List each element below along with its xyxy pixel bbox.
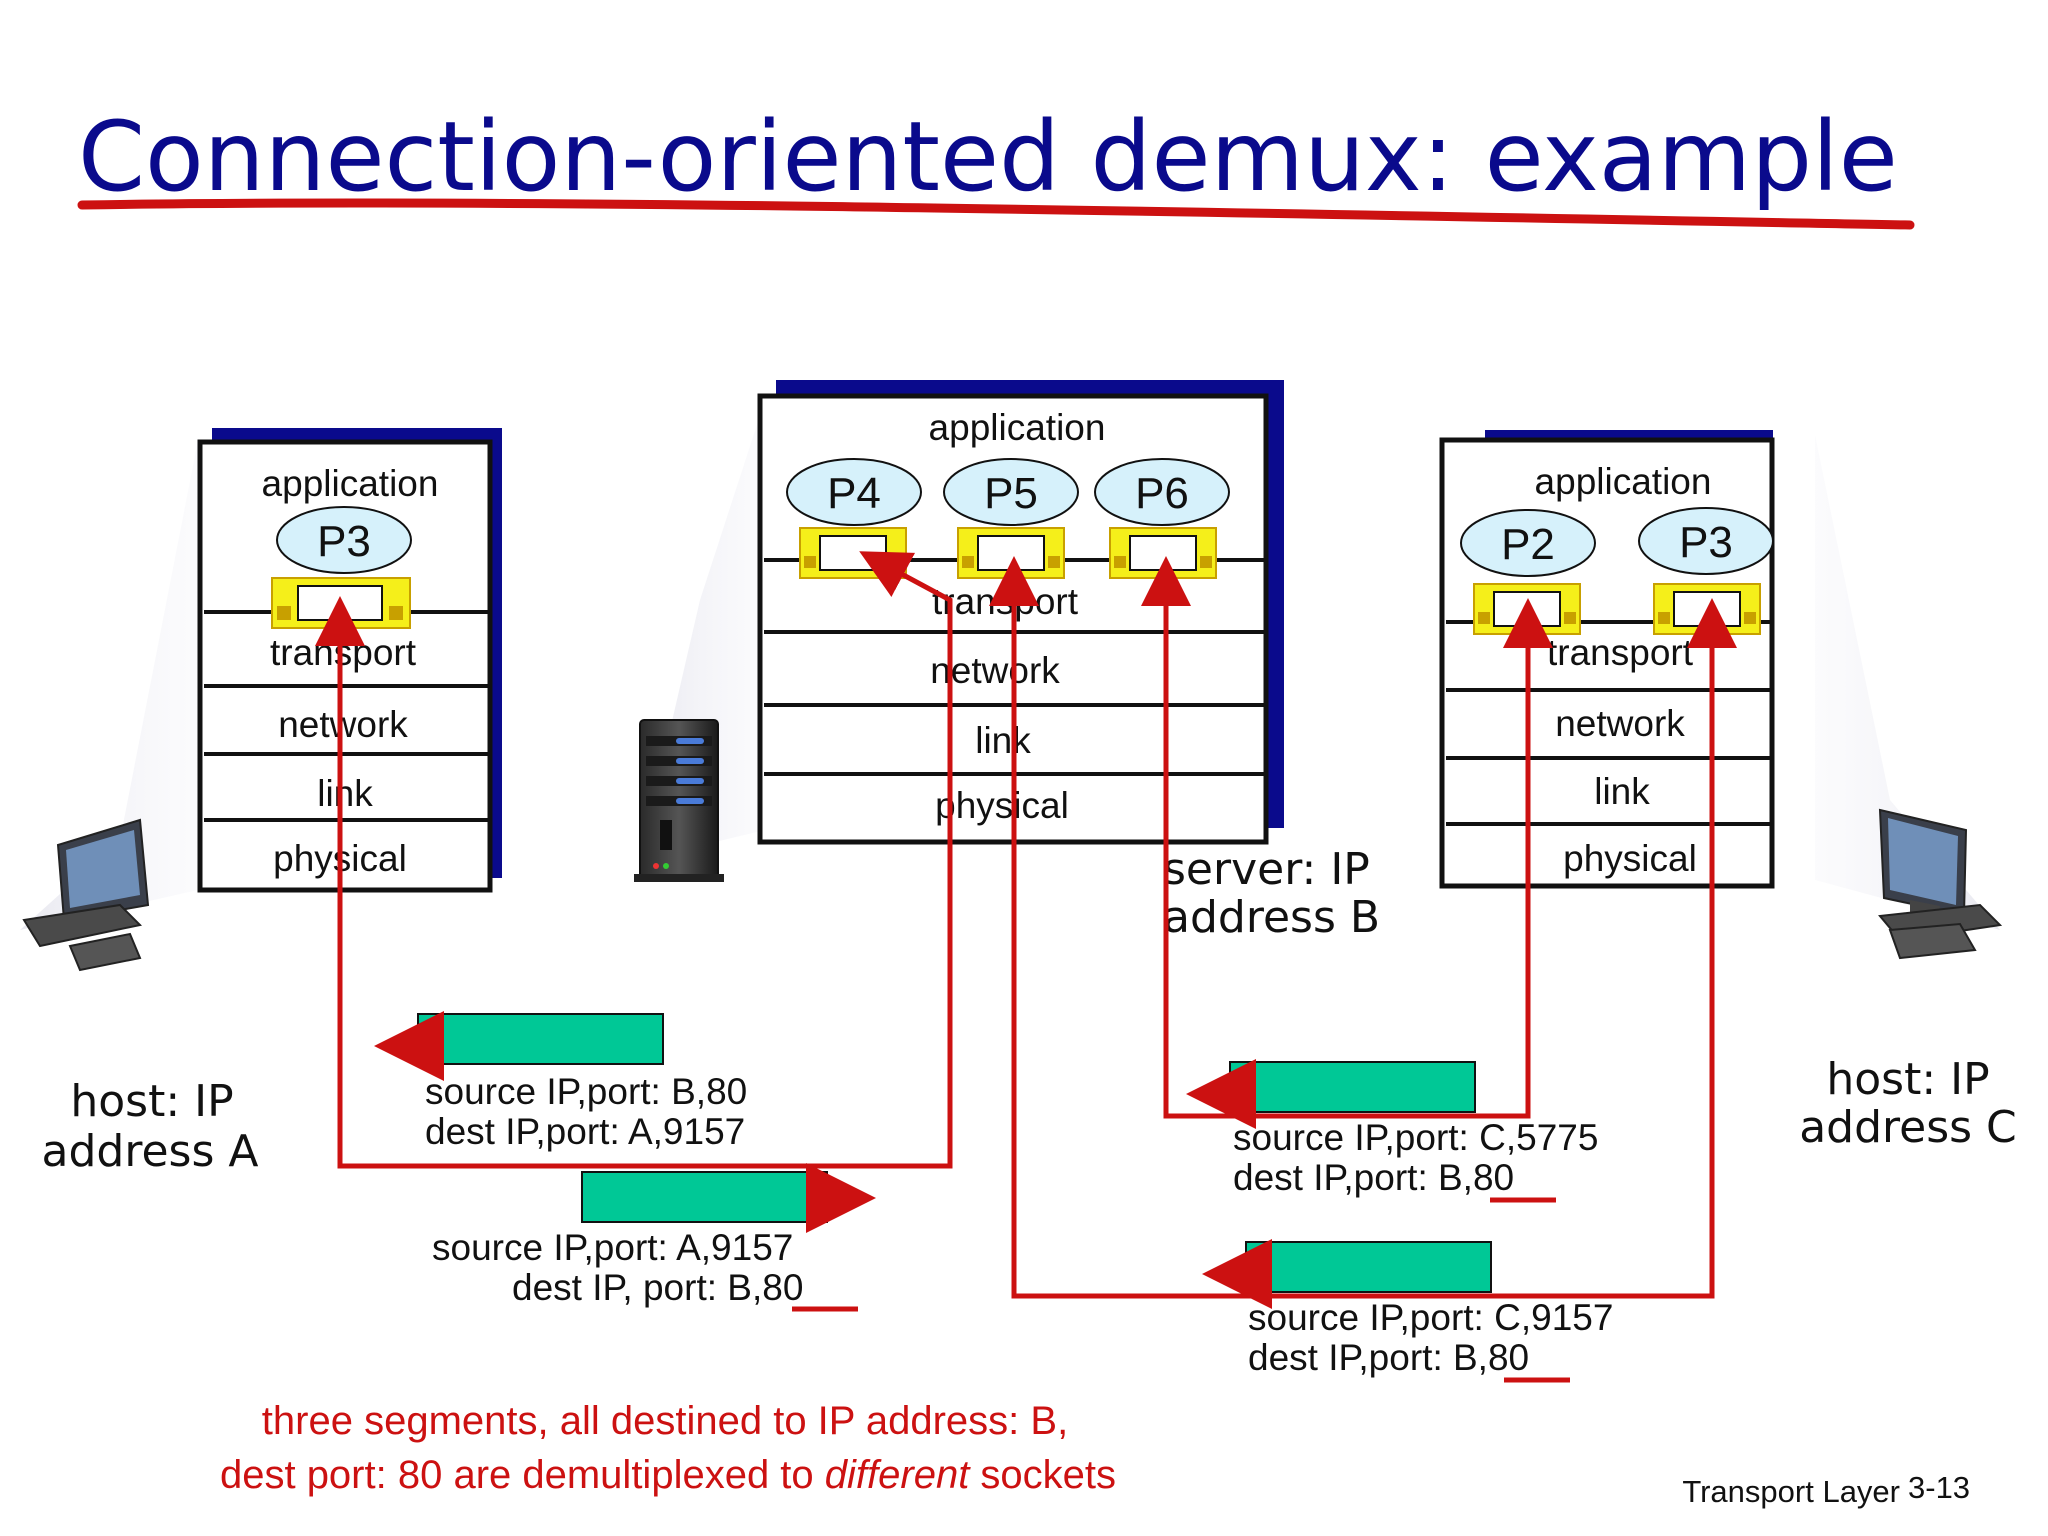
host-a-stack: application P3 transport network link ph… — [197, 428, 502, 893]
host-c-layer-network: network — [1555, 703, 1685, 744]
footer-page-number: 3-13 — [1908, 1470, 1970, 1505]
segment-3-line2: dest IP,port: B,80 — [1233, 1157, 1514, 1198]
server-label-line2: address B — [1163, 892, 1380, 943]
segment-paths — [315, 551, 1737, 1299]
caption-line2: dest port: 80 are demultiplexed to diffe… — [220, 1453, 1116, 1497]
host-c-process-p3 — [1638, 507, 1774, 575]
title-underline — [77, 198, 1915, 230]
segment-2-port: 80 — [762, 1267, 803, 1308]
host-c-stack: application P2 P3 transport network link… — [1439, 430, 1775, 889]
server-layer-physical: physical — [935, 785, 1069, 826]
host-a-layer-transport: transport — [270, 632, 417, 673]
segment-2-line2: dest IP, port: B,80 — [512, 1267, 803, 1308]
footer-label: Transport Layer — [1682, 1474, 1900, 1509]
server-tower-icon — [634, 719, 724, 882]
host-a-process-p3-label: P3 — [317, 517, 371, 566]
host-c-layer-transport: transport — [1547, 632, 1694, 673]
host-c-computer-icon — [1878, 808, 2003, 960]
server-stack: application P4 P5 P6 transport network l… — [757, 380, 1284, 845]
segment-4-line2: dest IP,port: B,80 — [1248, 1337, 1529, 1378]
segment-3-box — [1229, 1061, 1476, 1113]
host-a-layer-network: network — [278, 704, 408, 745]
segment-3-line1: source IP,port: C,5775 — [1233, 1117, 1598, 1158]
host-c-process-p2 — [1460, 509, 1596, 577]
host-c-layer-link: link — [1594, 771, 1650, 812]
server-process-p5-label: P5 — [984, 469, 1038, 518]
segment-2-line1: source IP,port: A,9157 — [432, 1227, 793, 1268]
host-c-label-line2: address C — [1799, 1102, 2017, 1153]
host-a-label-line1: host: IP — [70, 1076, 233, 1127]
host-c-label-line1: host: IP — [1826, 1054, 1989, 1105]
host-c-process-p3-label: P3 — [1679, 518, 1733, 567]
segment-2-line2-text: dest IP, port: B, — [512, 1267, 762, 1308]
caption-line2-b: sockets — [969, 1453, 1116, 1497]
host-c-beam — [1815, 435, 2000, 930]
host-c-socket-p3 — [1653, 583, 1761, 635]
host-a-computer-icon — [22, 818, 150, 972]
segment-4-line1: source IP,port: C,9157 — [1248, 1297, 1613, 1338]
server-label-line1: server: IP — [1163, 844, 1370, 895]
segment-1-line1: source IP,port: B,80 — [425, 1071, 747, 1112]
host-a-layer-link: link — [317, 773, 373, 814]
segment-1-line2: dest IP,port: A,9157 — [425, 1111, 745, 1152]
caption-line2-emphasis: different — [825, 1453, 971, 1497]
host-a-beam — [20, 440, 198, 930]
server-layer-link: link — [975, 720, 1031, 761]
host-c-layer-physical: physical — [1563, 838, 1697, 879]
host-c-process-p2-label: P2 — [1501, 520, 1555, 569]
server-socket-p6 — [1109, 527, 1217, 579]
segment-2-box — [581, 1171, 828, 1223]
host-a-process-p3 — [276, 506, 412, 574]
segment-3-port: 80 — [1473, 1157, 1514, 1198]
host-c-layer-application: application — [1535, 461, 1712, 502]
server-process-p6 — [1094, 458, 1230, 526]
server-layer-application: application — [929, 407, 1106, 448]
segment-1-box — [417, 1013, 664, 1065]
server-process-p4-label: P4 — [827, 469, 881, 518]
server-process-p5 — [943, 458, 1079, 526]
segment-4-port: 80 — [1488, 1337, 1529, 1378]
caption-line1: three segments, all destined to IP addre… — [262, 1399, 1068, 1443]
page-title: Connection-oriented demux: example — [78, 101, 1898, 213]
server-layer-transport: transport — [932, 581, 1079, 622]
server-process-p4 — [786, 458, 922, 526]
host-a-label-line2: address A — [42, 1126, 259, 1177]
caption-line2-a: dest port: 80 are demultiplexed to — [220, 1453, 825, 1497]
segment-4-box — [1245, 1241, 1492, 1293]
segment-4-line2-text: dest IP,port: B, — [1248, 1337, 1488, 1378]
host-a-layer-application: application — [262, 463, 439, 504]
segment-3-line2-text: dest IP,port: B, — [1233, 1157, 1473, 1198]
server-socket-p5 — [957, 527, 1065, 579]
server-process-p6-label: P6 — [1135, 469, 1189, 518]
